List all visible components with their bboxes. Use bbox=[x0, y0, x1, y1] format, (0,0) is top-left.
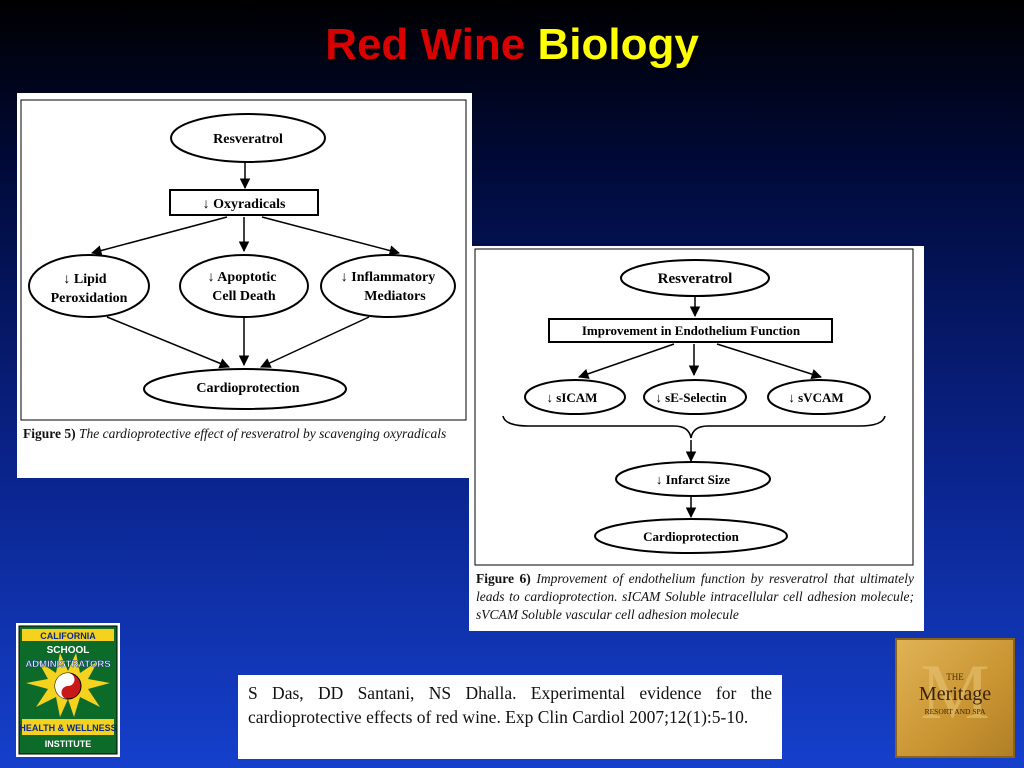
f6-cardioprotection-node bbox=[594, 518, 788, 554]
figure5-caption-text: The cardioprotective effect of resveratr… bbox=[79, 426, 447, 441]
f6-infarct-label: ↓ Infarct Size bbox=[656, 472, 730, 487]
f6-arrow-sicam bbox=[578, 343, 675, 379]
f5-resveratrol-node bbox=[170, 113, 326, 163]
figure6-caption: Figure 6) Improvement of endothelium fun… bbox=[476, 570, 914, 624]
logo-left-line2: SCHOOL bbox=[47, 645, 90, 656]
logo-right-sub: RESORT AND SPA bbox=[925, 707, 986, 716]
f5-inflammatory-label-2: Mediators bbox=[364, 289, 426, 304]
f5-inflammatory-label-1: ↓ Inflammatory bbox=[341, 270, 436, 285]
f5-apoptotic-label-2: Cell Death bbox=[212, 289, 276, 304]
f5-cardioprotection-label: Cardioprotection bbox=[196, 381, 299, 396]
f5-arrow-lipid bbox=[90, 216, 228, 256]
f5-inflammatory-node bbox=[320, 254, 456, 318]
logo-left-line3: ADMINISTRATORS bbox=[25, 659, 110, 670]
f5-resveratrol-label: Resveratrol bbox=[213, 132, 283, 147]
f6-selectin-node bbox=[643, 379, 747, 415]
f6-selectin-label: ↓ sE-Selectin bbox=[655, 390, 727, 405]
title-red-part: Red Wine bbox=[325, 20, 526, 69]
f6-cardioprotection-label: Cardioprotection bbox=[643, 529, 740, 544]
f6-brace bbox=[502, 415, 886, 439]
f6-infarct-node bbox=[615, 461, 771, 497]
f6-arrow-svcam bbox=[716, 343, 823, 380]
f5-cardioprotection-node bbox=[143, 368, 347, 410]
figure6-caption-text: Improvement of endothelium function by r… bbox=[476, 571, 914, 622]
f5-arrow-inflammatory bbox=[261, 216, 401, 256]
f5-arrow-lipid-cardio bbox=[106, 316, 230, 369]
f5-lipid-node bbox=[28, 254, 150, 318]
title-yellow-part: Biology bbox=[537, 20, 699, 69]
f6-resveratrol-label: Resveratrol bbox=[658, 271, 733, 287]
figure6-frame bbox=[474, 248, 914, 566]
csa-health-wellness-logo: CALIFORNIA SCHOOL ADMINISTRATORS HEALTH … bbox=[16, 623, 120, 757]
monogram-m-icon: M bbox=[920, 648, 989, 735]
f6-svcam-label: ↓ sVCAM bbox=[788, 390, 843, 405]
f5-apoptotic-label-1: ↓ Apoptotic bbox=[208, 270, 277, 285]
f6-improvement-node bbox=[548, 318, 833, 343]
meritage-resort-logo: M THE Meritage RESORT AND SPA bbox=[895, 638, 1015, 758]
f5-lipid-label-2: Peroxidation bbox=[51, 291, 128, 306]
figure6-diagram: Resveratrol Improvement in Endothelium F… bbox=[474, 248, 914, 566]
f6-sicam-label: ↓ sICAM bbox=[547, 390, 598, 405]
f6-svcam-node bbox=[767, 379, 871, 415]
logo-right-the: THE bbox=[946, 672, 964, 682]
logo-left-line5: INSTITUTE bbox=[45, 739, 92, 749]
slide-title: Red Wine Biology bbox=[0, 20, 1024, 70]
figure6-caption-label: Figure 6) bbox=[476, 571, 531, 586]
f6-improvement-label: Improvement in Endothelium Function bbox=[582, 323, 801, 338]
reference-citation: S Das, DD Santani, NS Dhalla. Experiment… bbox=[238, 675, 782, 759]
logo-right-name: Meritage bbox=[919, 683, 991, 705]
figure5-caption-label: Figure 5) bbox=[23, 426, 76, 441]
figure5-caption: Figure 5) The cardioprotective effect of… bbox=[23, 425, 464, 443]
f5-lipid-label-1: ↓ Lipid bbox=[63, 272, 106, 287]
f5-oxyradicals-node bbox=[169, 189, 319, 216]
logo-left-line4: HEALTH & WELLNESS bbox=[19, 723, 116, 733]
figure5-frame bbox=[20, 99, 467, 421]
figure5-panel: Resveratrol ↓ Oxyradicals ↓ Lipid Peroxi… bbox=[17, 93, 472, 478]
f5-oxyradicals-label: ↓ Oxyradicals bbox=[203, 197, 286, 212]
f6-sicam-node bbox=[524, 379, 626, 415]
figure6-panel: Resveratrol Improvement in Endothelium F… bbox=[469, 246, 924, 631]
figure5-diagram: Resveratrol ↓ Oxyradicals ↓ Lipid Peroxi… bbox=[20, 99, 467, 421]
logo-left-line1: CALIFORNIA bbox=[40, 631, 96, 641]
f5-apoptotic-node bbox=[179, 254, 309, 318]
f5-arrow-inflammatory-cardio bbox=[260, 316, 370, 368]
